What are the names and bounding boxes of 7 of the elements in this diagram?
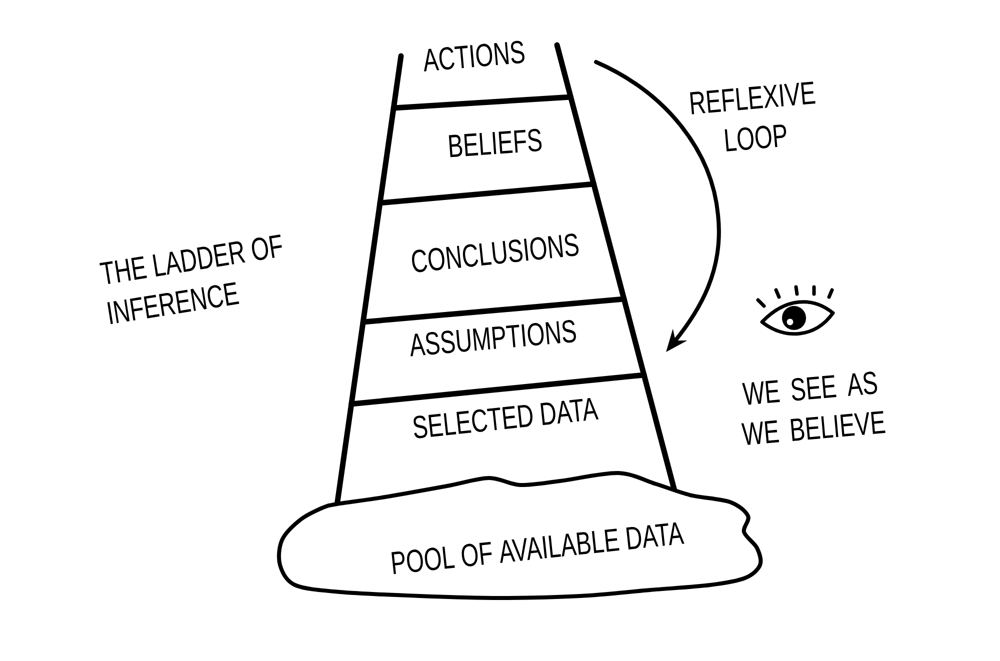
ladder-step: ACTIONS	[390, 40, 574, 111]
ladder-step: BELIEFS	[377, 94, 596, 206]
ladder-step: SELECTED DATA	[334, 372, 680, 508]
note-text: WE SEE AS WE BELIEVE	[741, 372, 886, 445]
edge-label: REFLEXIVE LOOP	[690, 82, 816, 152]
title: THE LADDER OF INFERENCE	[100, 234, 282, 324]
pool-cloud: POOL OF AVAILABLE DATA	[276, 471, 763, 600]
